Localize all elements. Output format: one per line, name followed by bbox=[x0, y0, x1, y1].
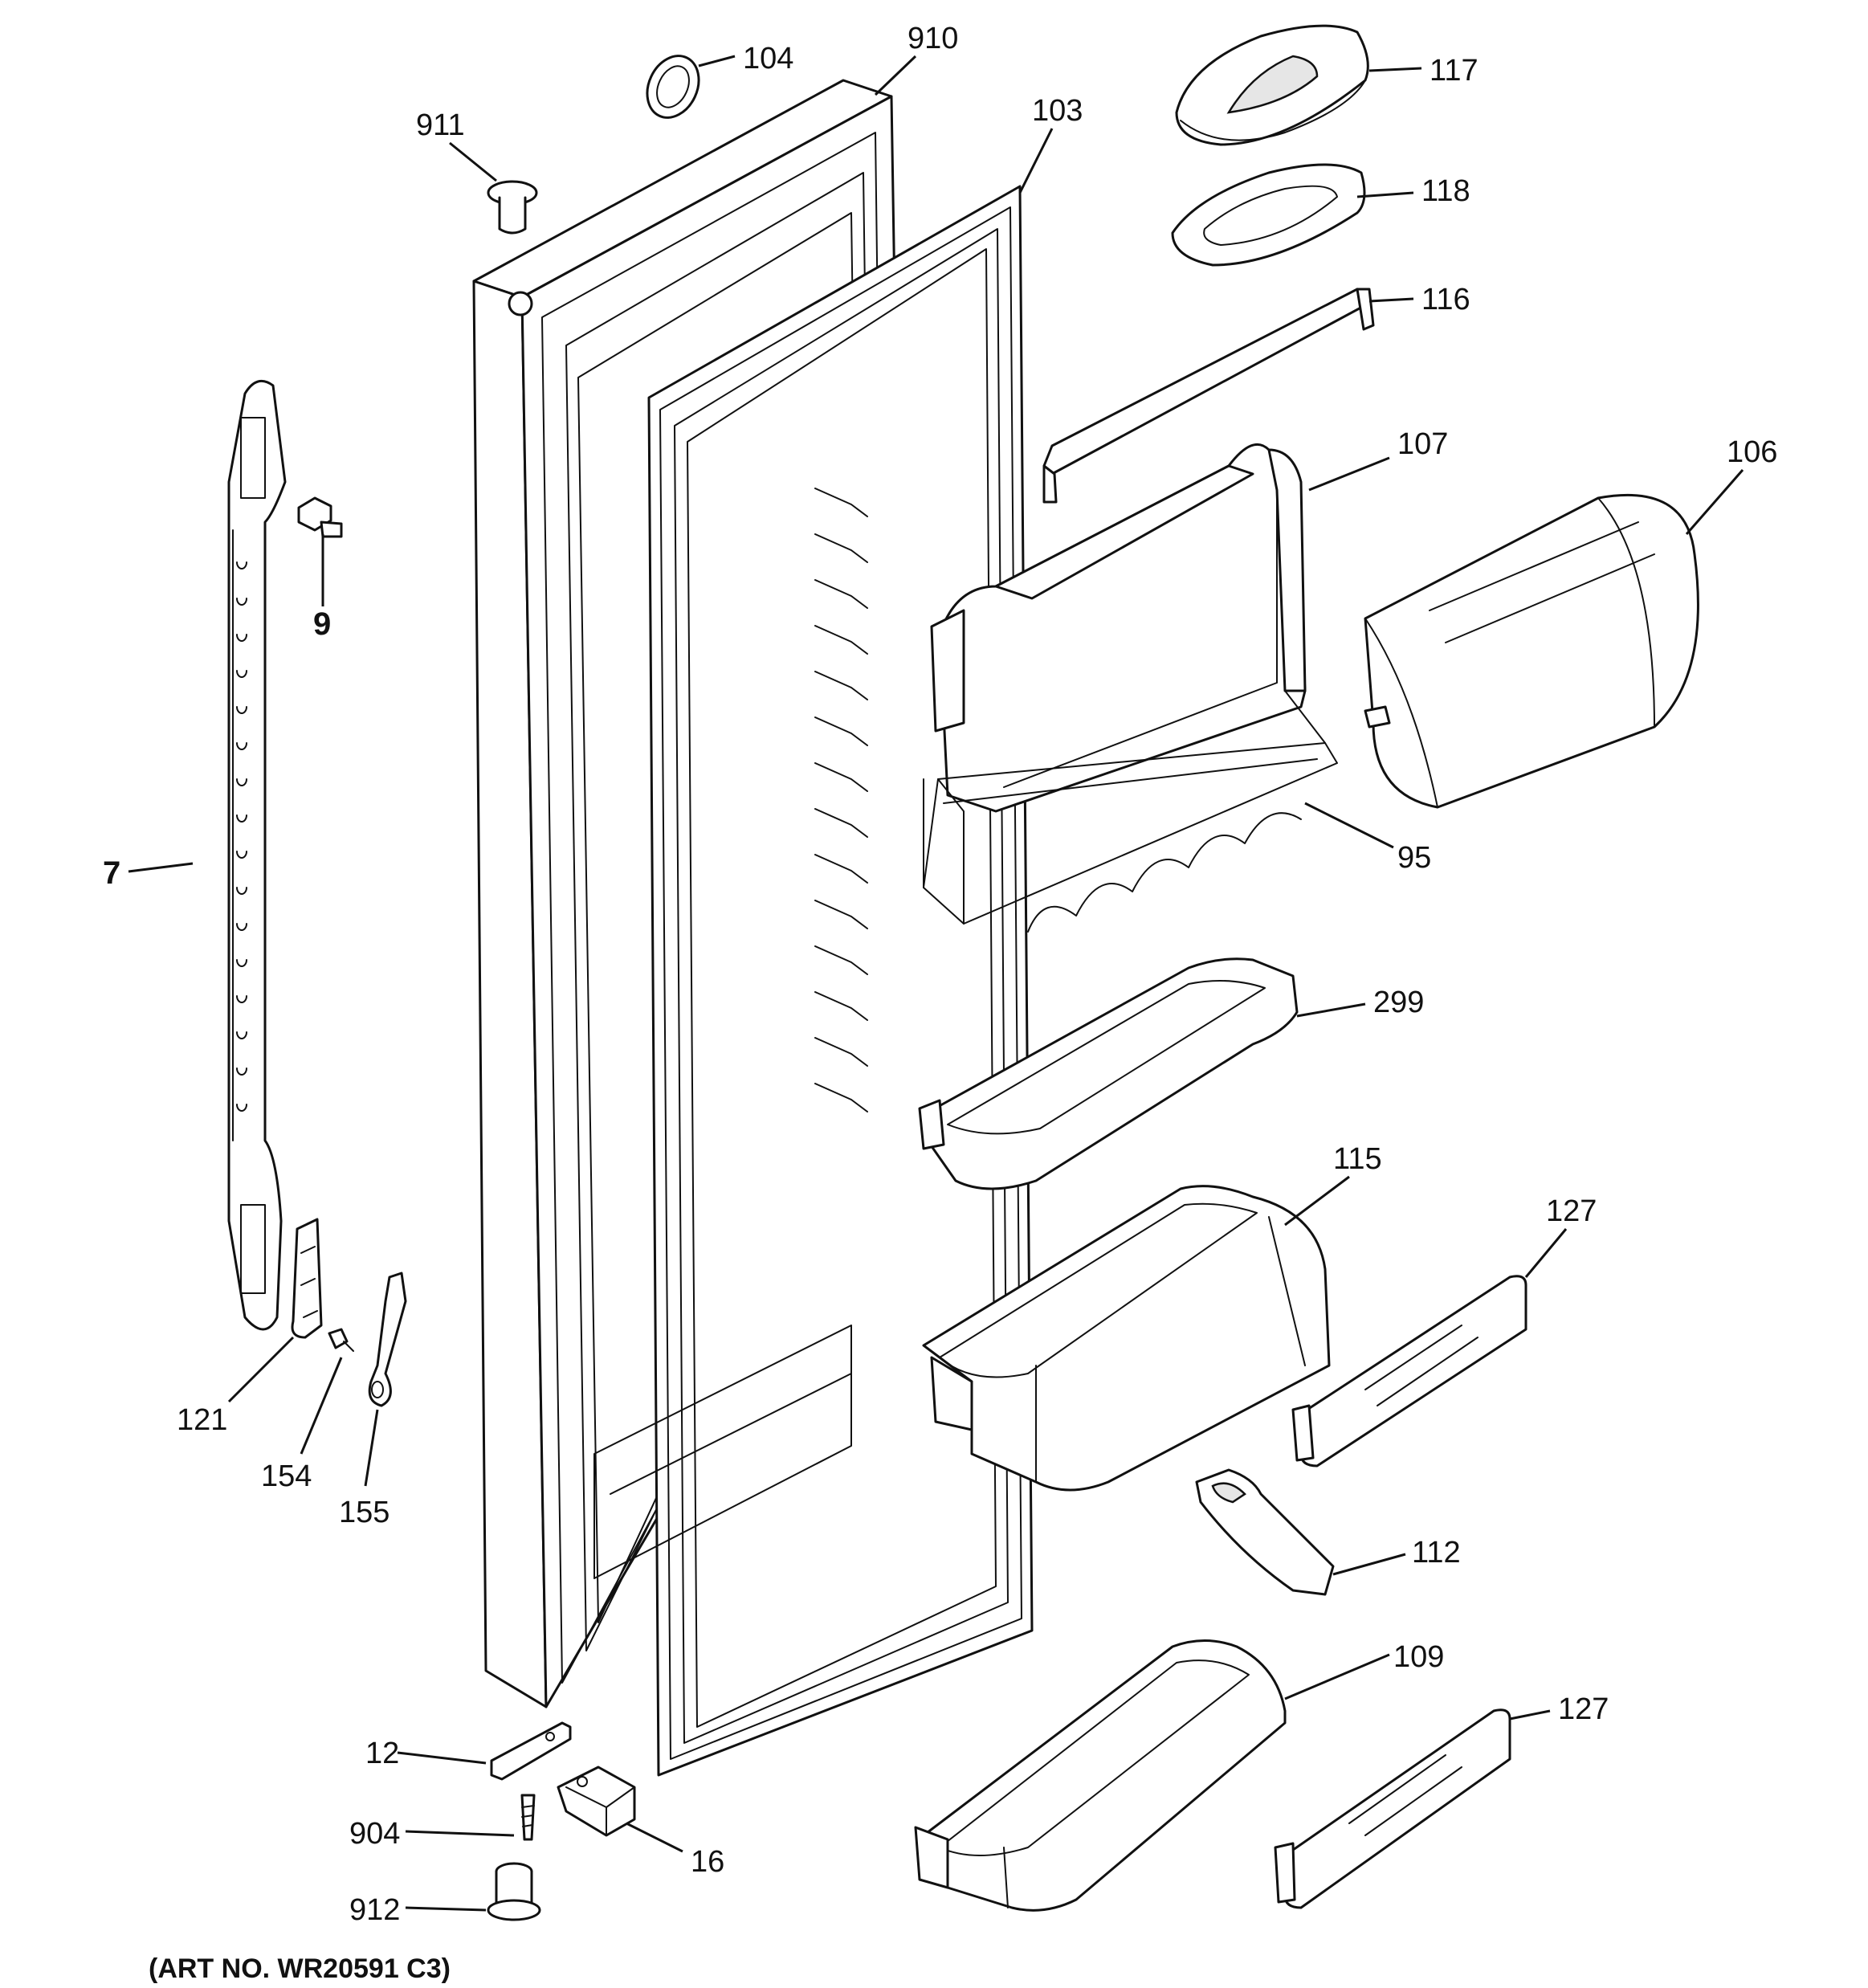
art-number: (ART NO. WR20591 C3) bbox=[149, 1953, 451, 1984]
callout-112: 112 bbox=[1412, 1536, 1461, 1570]
door-handle bbox=[227, 379, 287, 1331]
bottom-hinge-bracket bbox=[557, 1766, 636, 1837]
callout-121: 121 bbox=[177, 1403, 227, 1437]
door-drawer-cover bbox=[1364, 493, 1699, 809]
bin-front-panel-lower bbox=[1274, 1708, 1511, 1909]
callout-labels: 104 910 911 103 117 118 116 107 106 9 7 … bbox=[103, 22, 1777, 1927]
callout-7: 7 bbox=[103, 855, 120, 891]
bottom-hinge-bushing bbox=[487, 1862, 541, 1921]
leader-lines bbox=[128, 55, 1744, 1912]
callout-117: 117 bbox=[1430, 54, 1478, 88]
callout-12: 12 bbox=[365, 1737, 399, 1770]
callout-118: 118 bbox=[1421, 174, 1470, 208]
dairy-compartment-bin bbox=[1171, 163, 1366, 267]
handle-screw bbox=[297, 496, 343, 538]
bottom-hinge-plate bbox=[490, 1721, 572, 1781]
bin-front-panel-upper bbox=[1291, 1275, 1527, 1468]
door-bin-bottom bbox=[914, 1639, 1287, 1912]
callout-299: 299 bbox=[1373, 986, 1424, 1019]
callout-127-lower: 127 bbox=[1558, 1692, 1609, 1726]
door-bin-large bbox=[922, 1185, 1331, 1492]
hinge-screw bbox=[520, 1794, 536, 1841]
callout-115: 115 bbox=[1333, 1142, 1382, 1176]
door-shelf-small bbox=[918, 957, 1299, 1190]
callout-106: 106 bbox=[1727, 435, 1777, 469]
callout-104: 104 bbox=[743, 42, 793, 76]
callout-109: 109 bbox=[1393, 1640, 1444, 1674]
hinge-bushing-ring bbox=[646, 55, 700, 119]
callout-95: 95 bbox=[1397, 841, 1431, 875]
callout-16: 16 bbox=[691, 1845, 724, 1879]
bracket-screw bbox=[328, 1328, 354, 1352]
callout-103: 103 bbox=[1032, 94, 1083, 128]
can-rack-wire bbox=[923, 690, 1338, 933]
dairy-door-cover bbox=[1175, 24, 1369, 146]
callout-9: 9 bbox=[313, 606, 331, 642]
door-stop-clip bbox=[368, 1272, 407, 1407]
door-gasket bbox=[647, 185, 1034, 1777]
callout-154: 154 bbox=[261, 1459, 312, 1493]
callout-911: 911 bbox=[416, 108, 465, 142]
callout-912: 912 bbox=[349, 1893, 400, 1927]
handle-mount-bracket bbox=[291, 1218, 323, 1339]
shelf-trim-bar bbox=[1042, 288, 1375, 504]
door-shelf-bin bbox=[930, 443, 1307, 813]
bin-divider bbox=[1195, 1468, 1335, 1596]
callout-107: 107 bbox=[1397, 427, 1448, 461]
callout-904: 904 bbox=[349, 1817, 400, 1851]
top-hinge-bushing bbox=[487, 180, 538, 235]
callout-155: 155 bbox=[339, 1496, 390, 1529]
callout-116: 116 bbox=[1421, 283, 1470, 316]
callout-910: 910 bbox=[907, 22, 958, 55]
liner-shelf-ridges bbox=[593, 488, 868, 1579]
callout-127-upper: 127 bbox=[1546, 1194, 1597, 1228]
